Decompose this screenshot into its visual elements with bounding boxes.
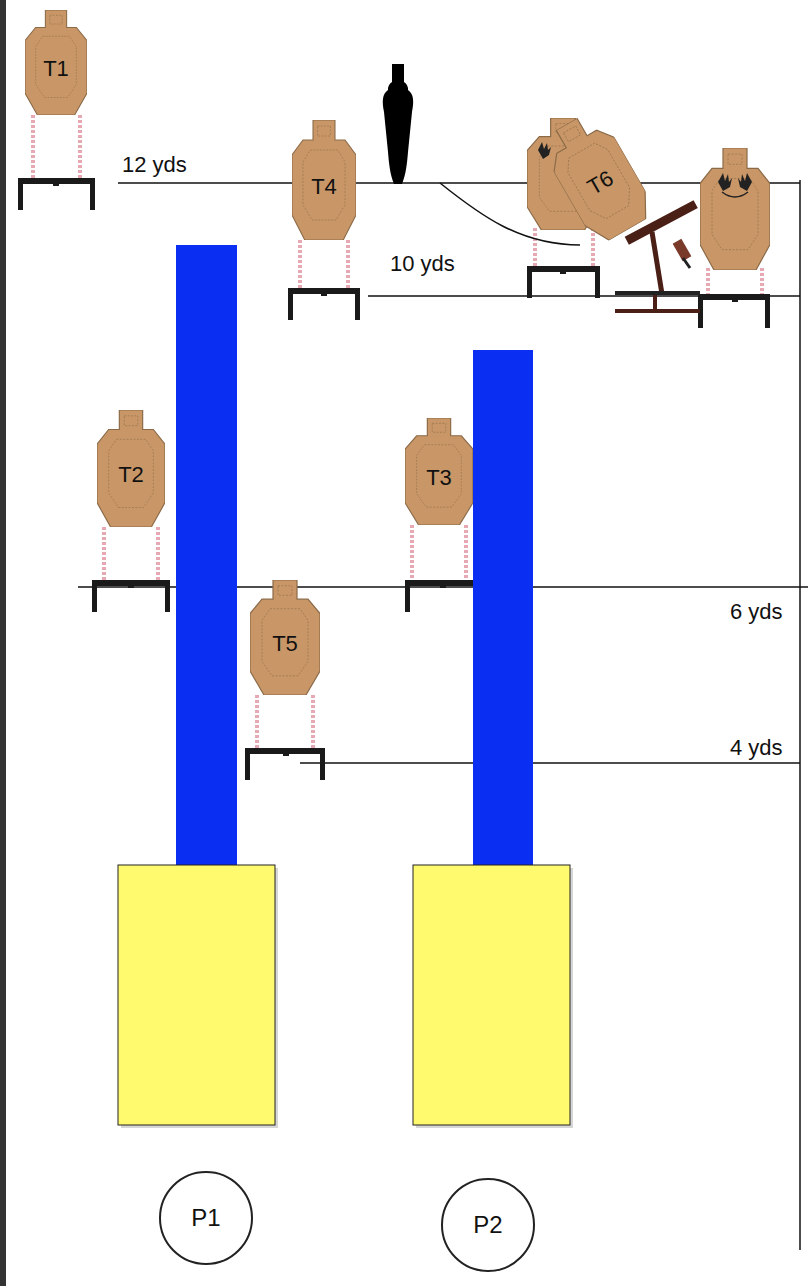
activation-cable [440,183,580,245]
no-shoot-silhouette [383,64,413,184]
distance-label: 10 yds [390,252,455,276]
shooting-position: P2 [441,1178,535,1272]
position-label: P1 [191,1205,220,1231]
distance-lines [78,180,808,1250]
target: T3 [405,418,473,525]
shooting-box [413,865,570,1125]
wall-bar [176,245,237,865]
target-number: T4 [311,175,337,199]
shooting-position: P1 [159,1171,253,1265]
target-number: T3 [426,466,452,490]
wall-bar [473,350,533,865]
shooting-box [118,865,275,1125]
no-label-target [700,148,770,270]
target: T5 [250,580,320,695]
target-number: T2 [118,463,144,487]
target-stands [18,115,770,780]
distance-label: 6 yds [730,600,783,624]
target-number: T1 [43,57,69,81]
target: T1 [25,10,87,115]
target-number: T5 [272,632,298,656]
frame-edge [0,0,6,1286]
target: T2 [97,410,165,527]
distance-label: 4 yds [730,736,783,760]
target: T4 [292,120,356,240]
position-label: P2 [473,1212,502,1238]
distance-label: 12 yds [122,153,187,177]
